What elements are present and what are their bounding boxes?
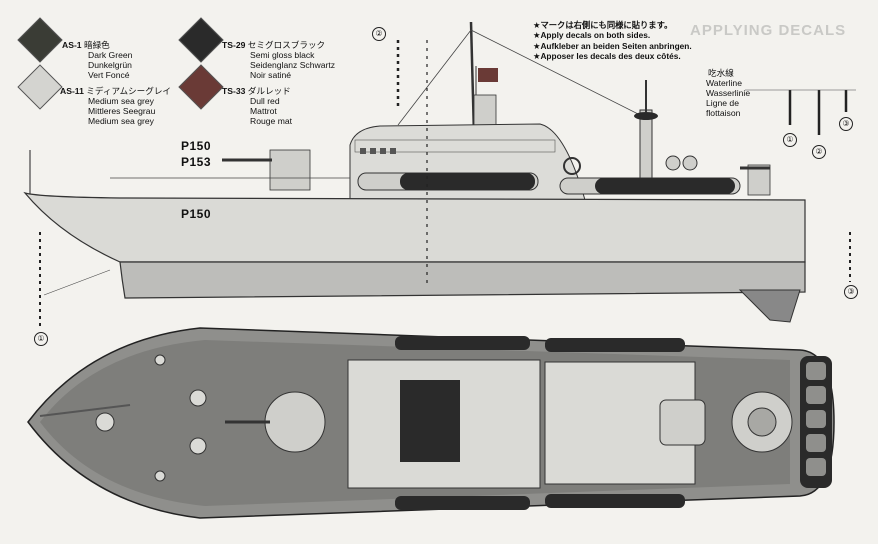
hull-number-side: P150: [181, 207, 212, 221]
marker-3-stern: ③: [844, 285, 858, 299]
top-view: [27, 327, 835, 519]
marker-1-waterline: ①: [783, 133, 797, 147]
faint-heading: APPLYING DECALS: [690, 22, 847, 39]
torpedo: [559, 177, 741, 195]
waterline-label: 吃水線 Waterline Wasserlinie Ligne de flott…: [706, 68, 751, 118]
hull-number-p150: P150: [181, 139, 212, 153]
torpedo: [357, 172, 539, 191]
ensign-flag: [478, 68, 498, 82]
side-view: [23, 21, 856, 330]
legend-ts33: TS-33 ダルレッド Dull red Mattrot Rouge mat: [222, 86, 293, 126]
legend-ts29: TS-29 セミグロスブラック Semi gloss black Seideng…: [222, 40, 336, 80]
marker-2-waterline: ②: [812, 145, 826, 159]
marker-2-top: ②: [372, 27, 386, 41]
decal-notes: ★マークは右側にも同様に貼ります。 ★Apply decals on both …: [533, 20, 692, 62]
legend-as11: AS-11 ミディアムシーグレイ Medium sea grey Mittler…: [60, 86, 172, 126]
legend-as1: AS-1 暗緑色 Dark Green Dunkelgrün Vert Fonc…: [62, 40, 133, 80]
marker-3-waterline: ③: [839, 117, 853, 131]
marker-1-bow: ①: [34, 332, 48, 346]
hull-number-p153: P153: [181, 155, 212, 169]
